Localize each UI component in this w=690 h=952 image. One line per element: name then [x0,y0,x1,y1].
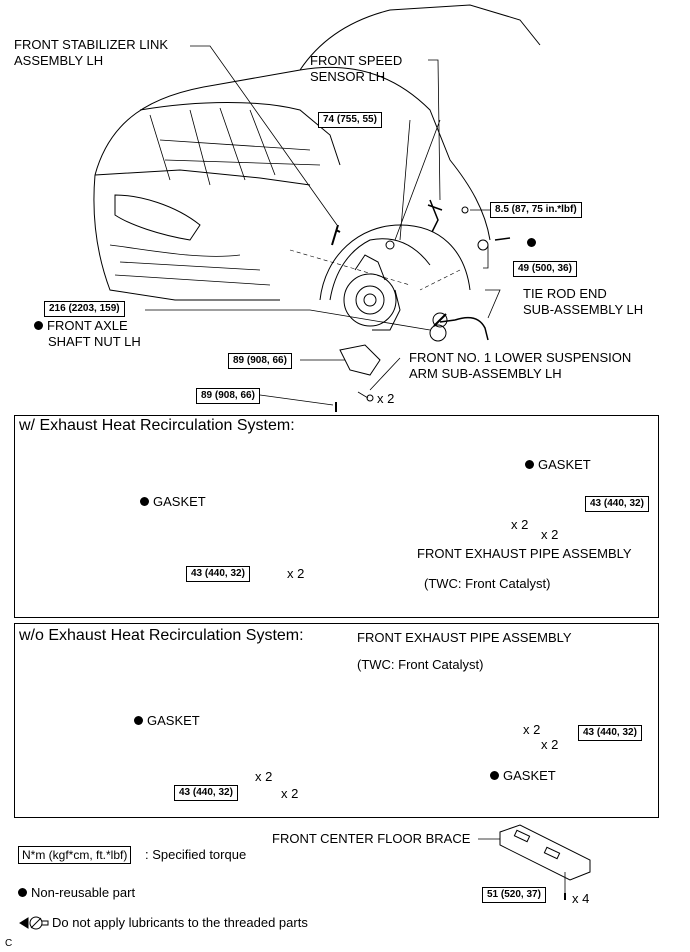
axle-nut-label-2: SHAFT NUT LH [48,334,141,349]
qty-x2-with-a: x 2 [511,517,529,532]
hood-line [139,102,341,166]
torque-43-right-with: 43 (440, 32) [585,496,649,512]
lower-arm-label: FRONT NO. 1 LOWER SUSPENSION [409,350,632,365]
stabilizer-link-label-2: ASSEMBLY LH [14,53,104,68]
non-reusable-legend: Non-reusable part [18,885,135,901]
non-reusable-dot-icon [140,497,149,506]
tie-rod-label: TIE ROD END [523,286,607,301]
torque-43-right-without: 43 (440, 32) [578,725,642,741]
qty-x2-top: x 2 [377,391,395,406]
non-reusable-dot-icon [525,460,534,469]
exhaust-pipe-label-with: FRONT EXHAUST PIPE ASSEMBLY [417,546,632,561]
engine-bay [149,107,321,186]
torque-74: 74 (755, 55) [318,112,382,128]
speed-sensor-label: FRONT SPEED [310,53,403,68]
gasket-left-label-with: GASKET [140,494,206,510]
bumper-lines [109,244,271,286]
torque-43-left-without: 43 (440, 32) [174,785,238,801]
axle-nut-label: FRONT AXLE [34,318,128,334]
torque-8-5: 8.5 (87, 75 in.*lbf) [490,202,582,218]
twc-label-without: (TWC: Front Catalyst) [357,657,484,672]
axle-nut-text: FRONT AXLE [47,318,128,333]
qty-x2-with-b: x 2 [541,527,559,542]
qty-x2-without-a: x 2 [523,722,541,737]
torque-51: 51 (520, 37) [482,887,546,903]
gasket-text: GASKET [153,494,206,509]
non-reusable-text: Non-reusable part [31,885,136,900]
lower-arm-label-2: ARM SUB-ASSEMBLY LH [409,366,562,381]
floor-brace-label: FRONT CENTER FLOOR BRACE [272,831,471,846]
qty-x2-without-d: x 2 [281,786,299,801]
panel-without-title: w/o Exhaust Heat Recirculation System: [19,627,304,644]
gasket-left-label-without: GASKET [134,713,200,729]
non-reusable-dot-icon [527,238,536,247]
non-reusable-dot-icon [34,321,43,330]
gasket-right-label-with: GASKET [525,457,591,473]
brake-disc [343,273,397,327]
stabilizer-link-label: FRONT STABILIZER LINK [14,37,169,52]
qty-x2-without-b: x 2 [541,737,559,752]
torque-43-left-with: 43 (440, 32) [186,566,250,582]
leader-lines-top [145,45,501,406]
wheel-arch [319,224,471,301]
non-reusable-dot-icon [18,888,27,897]
non-reusable-dot [527,235,540,251]
no-lube-legend: Do not apply lubricants to the threaded … [52,915,308,930]
gasket-right-label-without: GASKET [490,768,556,784]
panel-without-ehr [14,623,659,818]
torque-89-b: 89 (908, 66) [196,388,260,404]
torque-216: 216 (2203, 159) [44,301,125,317]
car-body-outline [93,4,541,301]
tie-rod-label-2: SUB-ASSEMBLY LH [523,302,644,317]
torque-49: 49 (500, 36) [513,261,577,277]
exhaust-pipe-label-without: FRONT EXHAUST PIPE ASSEMBLY [357,630,572,645]
speed-sensor [427,199,443,233]
torque-legend-box: N*m (kgf*cm, ft.*lbf) [18,846,132,864]
no-lube-icon [19,917,29,929]
panel-with-title: w/ Exhaust Heat Recirculation System: [19,417,295,434]
non-reusable-dot-icon [490,771,499,780]
qty-x4: x 4 [572,891,590,906]
gasket-text: GASKET [503,768,556,783]
torque-legend-desc: : Specified torque [145,847,247,862]
axle-nut [429,324,447,342]
twc-label-with: (TWC: Front Catalyst) [424,576,551,591]
speed-sensor-label-2: SENSOR LH [310,69,386,84]
qty-x2-without-c: x 2 [255,769,273,784]
non-reusable-dot-icon [134,716,143,725]
panel-with-ehr [14,415,659,618]
floor-brace [499,824,591,881]
steering-knuckle [354,254,401,331]
qty-x2-with-c: x 2 [287,566,305,581]
headlight [114,194,201,241]
tie-rod [439,316,489,341]
lower-arm [339,344,381,376]
gasket-text: GASKET [147,713,200,728]
figure-code: C [5,938,13,949]
gasket-text: GASKET [538,457,591,472]
stabilizer-link [331,224,341,246]
torque-89-a: 89 (908, 66) [228,353,292,369]
